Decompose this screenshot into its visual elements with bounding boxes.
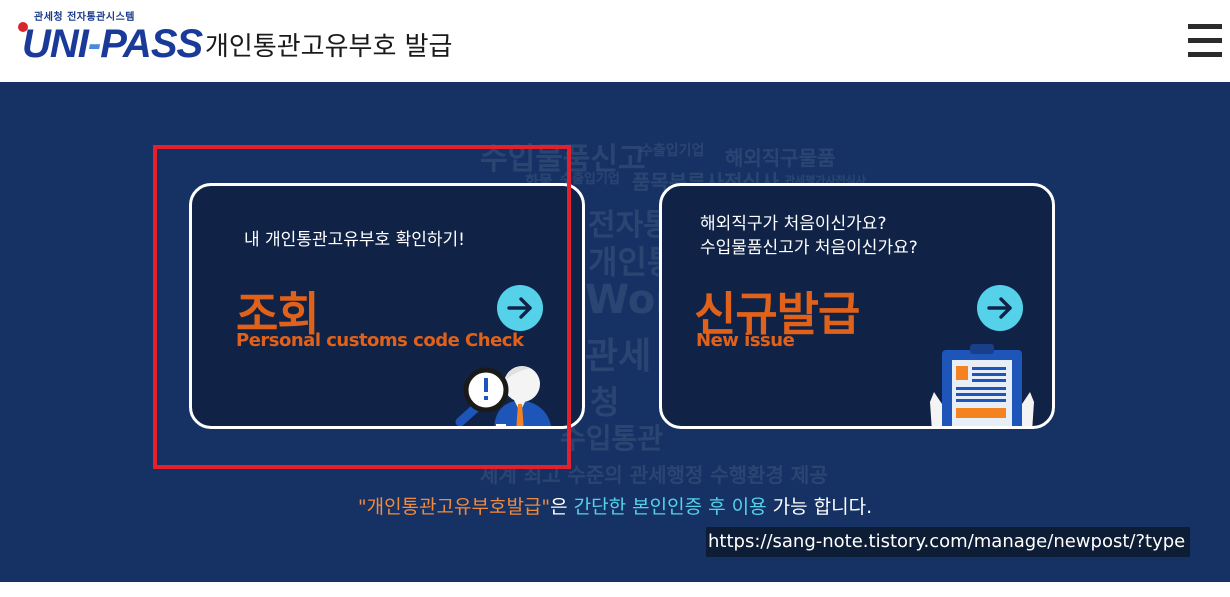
- notice-service-name: "개인통관고유부호발급": [357, 496, 551, 518]
- issue-card-subtitle-line2: 수입물품신고가 처음이신가요?: [700, 238, 918, 258]
- uni-pass-logo[interactable]: 관세청 전자통관시스템 UNI-PASS: [18, 8, 203, 68]
- bg-word: 해외직구물품: [725, 146, 836, 170]
- notice-particle: 은: [550, 496, 574, 518]
- notice-text: "개인통관고유부호발급"은 간단한 본인인증 후 이용 가능 합니다.: [0, 492, 1230, 519]
- arrow-right-icon[interactable]: [977, 285, 1023, 331]
- logo-text-uni: UNI: [22, 22, 89, 66]
- logo-wordmark: UNI-PASS: [22, 20, 203, 68]
- notice-auth-requirement: 간단한 본인인증 후 이용: [573, 496, 767, 518]
- menu-bar: [1188, 52, 1222, 57]
- bg-word: 수출입기업: [560, 172, 620, 187]
- menu-bar: [1188, 38, 1222, 43]
- logo-star-icon: [18, 22, 28, 32]
- logo-text-pass: PASS: [100, 22, 203, 66]
- lookup-card-title: 조회: [236, 287, 320, 341]
- bg-word: 관세: [585, 336, 652, 377]
- logo-subtitle: 관세청 전자통관시스템: [34, 12, 135, 23]
- bg-word: 수입통관: [560, 422, 664, 455]
- clipboard-document-icon: [930, 344, 1034, 426]
- bg-word: 청: [590, 383, 620, 421]
- lookup-card-subtitle: 내 개인통관고유부호 확인하기!: [244, 230, 465, 250]
- header: 관세청 전자통관시스템 UNI-PASS 개인통관고유부호 발급: [0, 0, 1230, 82]
- lookup-card[interactable]: 내 개인통관고유부호 확인하기! 조회 Personal customs cod…: [189, 183, 585, 429]
- issue-card-title-en: New issue: [696, 330, 795, 351]
- arrow-right-icon[interactable]: [497, 285, 543, 331]
- url-overlay: https://sang-note.tistory.com/manage/new…: [706, 527, 1190, 557]
- lookup-card-title-en: Personal customs code Check: [236, 330, 524, 351]
- highlight-rectangle: [153, 145, 571, 469]
- hamburger-menu-icon[interactable]: [1188, 24, 1222, 58]
- bg-word: 수출입기업: [640, 143, 705, 159]
- issue-card-title: 신규발급: [694, 287, 860, 341]
- issue-card-subtitle-line1: 해외직구가 처음이신가요?: [700, 214, 887, 234]
- notice-ending: 가능 합니다.: [766, 496, 873, 518]
- menu-bar: [1188, 24, 1222, 29]
- page-title: 개인통관고유부호 발급: [205, 32, 453, 62]
- magnifier-person-icon: [455, 366, 551, 426]
- new-issue-card[interactable]: 해외직구가 처음이신가요? 수입물품신고가 처음이신가요? 신규발급 New i…: [659, 183, 1055, 429]
- logo-text-dash: -: [87, 22, 101, 66]
